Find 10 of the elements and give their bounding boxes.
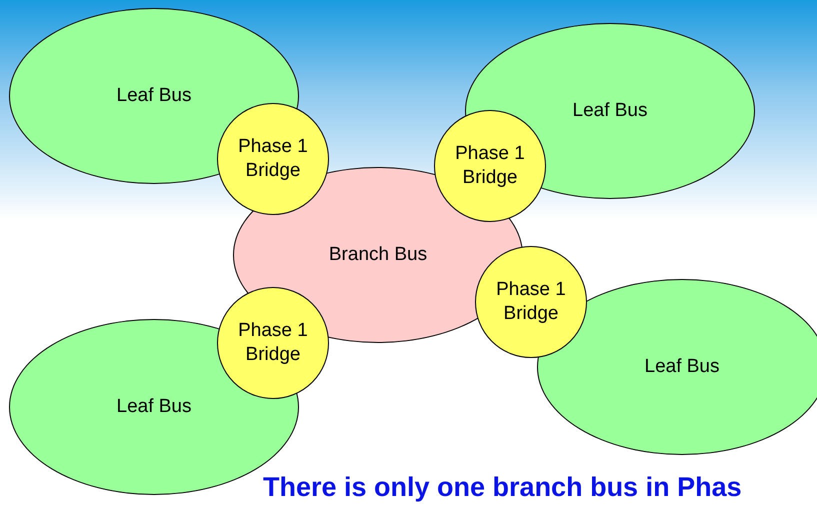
node-label: Phase 1 Bridge [495,278,567,326]
node-label: Phase 1 Bridge [237,319,309,367]
node-label: Leaf Bus [644,355,720,379]
node-label: Branch Bus [328,243,428,267]
node-label: Leaf Bus [116,395,192,419]
node-label: Leaf Bus [116,84,192,108]
node-label: Leaf Bus [572,99,648,123]
caption: There is only one branch bus in Phas [263,472,742,503]
node-label: Phase 1 Bridge [454,142,526,190]
node-label: Phase 1 Bridge [237,135,309,183]
